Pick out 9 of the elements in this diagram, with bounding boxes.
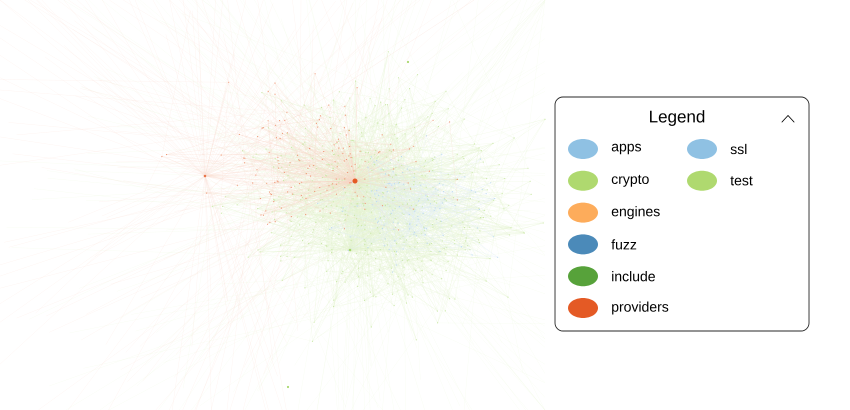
legend-label: include [612,271,655,282]
legend-title: Legend [650,110,704,126]
legend-label: providers [612,301,668,315]
legend-label: ssl [730,144,746,154]
legend-label: crypto [612,174,649,187]
legend-label: apps [612,144,642,154]
legend-label: engines [612,206,660,220]
legend-label: fuzz [611,239,636,250]
legend-label: test [730,176,753,186]
